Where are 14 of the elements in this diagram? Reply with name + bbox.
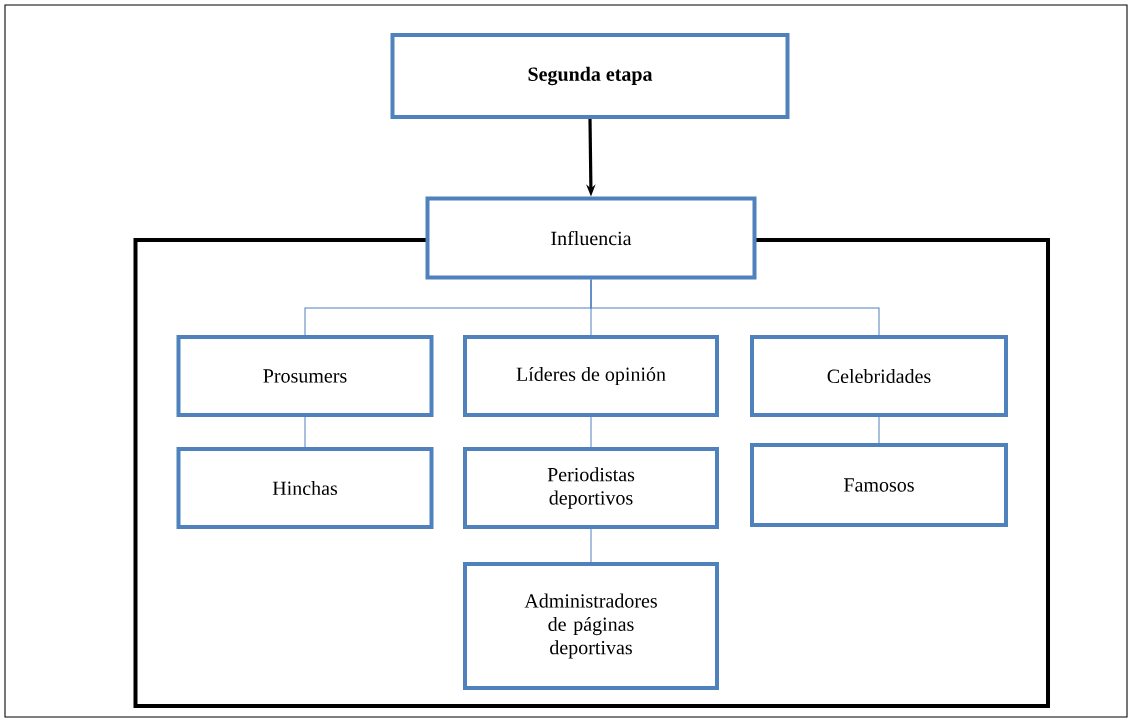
category-box: Periodistas deportivos [463, 447, 719, 529]
connector [590, 416, 592, 448]
connector [878, 416, 880, 444]
category-box: Líderes de opinión [463, 335, 719, 417]
category-box: Famosos [750, 443, 1008, 527]
connector [304, 416, 306, 448]
category-box: Hinchas [176, 447, 434, 529]
category-box: Prosumers [176, 335, 434, 417]
category-box: Influencia [425, 196, 757, 280]
connector [590, 528, 592, 563]
category-box: Celebridades [750, 335, 1008, 417]
title-box: Segunda etapa [390, 33, 790, 119]
connector [590, 279, 880, 336]
category-box: Administradores de páginas deportivas [463, 562, 719, 690]
